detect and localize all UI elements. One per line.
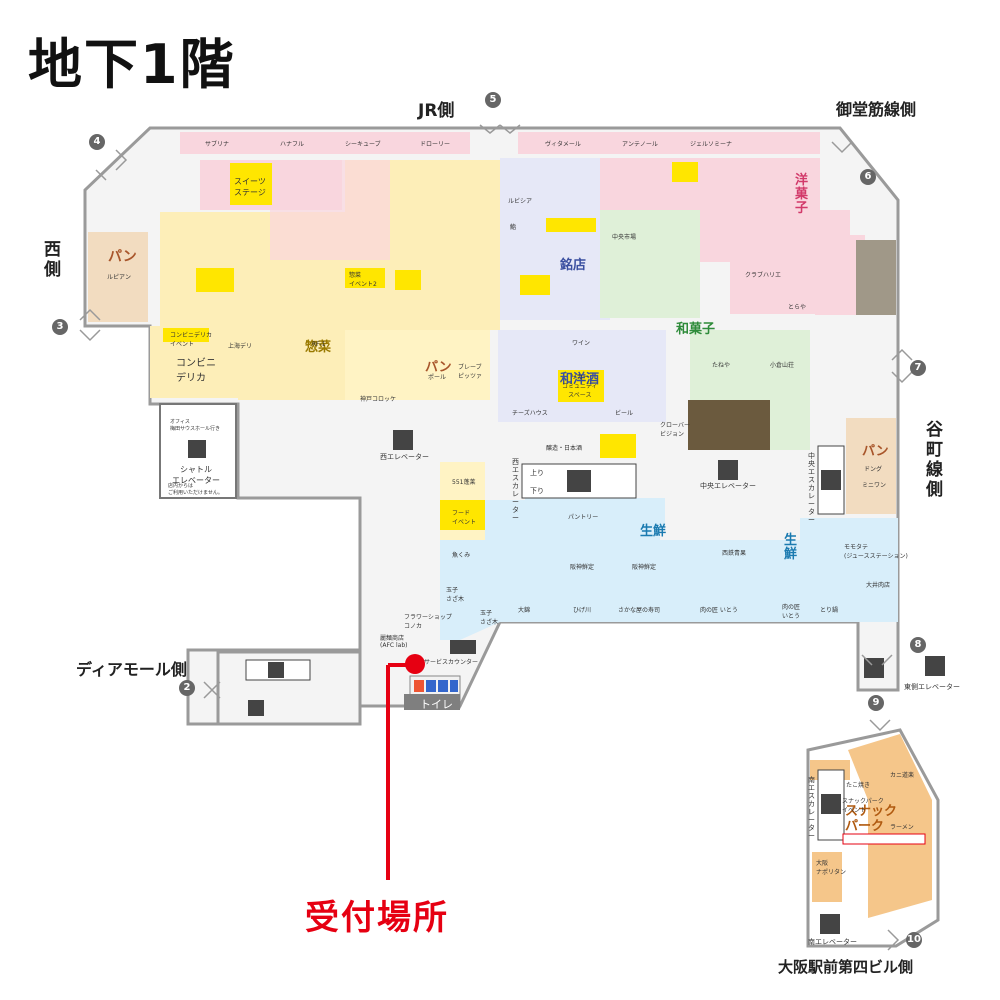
south-elevator-icon — [820, 914, 840, 934]
stairs — [856, 240, 896, 315]
reception-marker[interactable] — [405, 654, 425, 674]
side-label-osaka4: 大阪駅前第四ビル側 — [778, 958, 914, 976]
side-label-west: 西側 — [44, 240, 61, 280]
side-label-diamor: ディアモール側 — [76, 660, 187, 679]
reception-label: 受付場所 — [305, 898, 449, 938]
side-label-jr: JR側 — [418, 101, 455, 121]
sengyo-zone — [440, 500, 898, 640]
floor-title: 地下1階 — [28, 33, 236, 96]
atrium — [688, 400, 770, 450]
west-elevator-icon — [393, 430, 413, 450]
east-elevator-icon — [925, 656, 945, 676]
exit-markers — [52, 92, 926, 948]
central-elevator-icon — [718, 460, 738, 480]
side-label-midosuji: 御堂筋線側 — [836, 100, 917, 119]
side-label-tanimachi: 谷町線側 — [926, 420, 943, 500]
